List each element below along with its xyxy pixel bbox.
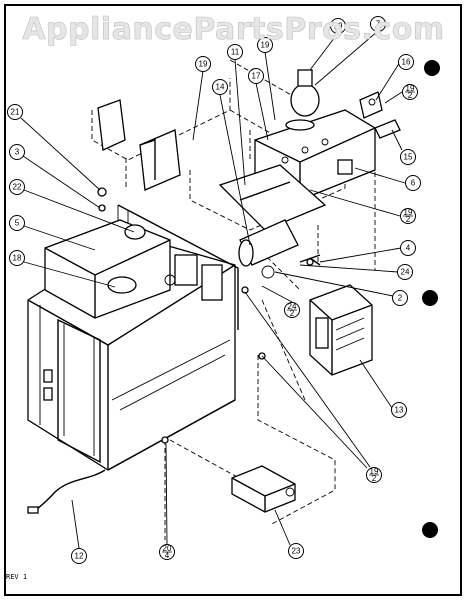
duct-plate (218, 164, 327, 231)
callout-c19b: 19 (257, 37, 273, 53)
callout-c15: 15 (400, 149, 416, 165)
callout-number-top: 20 (163, 544, 172, 553)
callout-c23: 23 (288, 543, 304, 559)
registration-dot-bottom (422, 522, 438, 538)
registration-dot-middle (422, 290, 438, 306)
callout-c19-2a: 192 (402, 84, 418, 100)
callout-number: 15 (404, 153, 413, 162)
callout-c2: 2 (392, 290, 408, 306)
callout-c6: 6 (405, 175, 421, 191)
callout-circle (370, 16, 386, 32)
callout-circle (330, 18, 346, 34)
callout-c22: 22 (9, 179, 25, 195)
callout-circle (400, 149, 416, 165)
callout-number: 23 (292, 547, 301, 556)
callout-number: 4 (406, 244, 411, 253)
assembly-dashed-lines (91, 59, 376, 540)
callout-c4: 4 (400, 240, 416, 256)
callout-c7: 7 (370, 16, 386, 32)
bottom-bracket (231, 465, 296, 513)
callout-circle (9, 215, 25, 231)
transformer (309, 284, 373, 376)
callout-circle (9, 250, 25, 266)
callout-number: 14 (216, 83, 225, 92)
callout-c24-2: 242 (284, 302, 300, 318)
callout-circle (227, 44, 243, 60)
callout-number: 16 (402, 58, 411, 67)
callout-circle (248, 68, 264, 84)
callout-number: 22 (13, 183, 22, 192)
callout-circle (400, 240, 416, 256)
callout-number: 18 (13, 254, 22, 263)
callout-c18: 18 (9, 250, 25, 266)
leader-lines (20, 30, 406, 549)
callout-number: 21 (11, 108, 20, 117)
callout-c19a: 19 (330, 18, 346, 34)
power-cord (27, 469, 106, 514)
callout-circle (391, 402, 407, 418)
callout-number-bottom: 2 (408, 91, 413, 100)
callout-number-bottom: 2 (406, 215, 411, 224)
callout-number: 5 (15, 219, 20, 228)
callout-number-top: 19 (370, 467, 379, 476)
callout-number: 2 (398, 294, 403, 303)
callout-circle (7, 104, 23, 120)
callout-c14: 14 (212, 79, 228, 95)
callout-circle (397, 264, 413, 280)
callout-number-bottom: 4 (165, 551, 170, 560)
callout-number: 19 (199, 60, 208, 69)
callout-circle (398, 54, 414, 70)
callout-number-top: 19 (404, 208, 413, 217)
callout-number: 6 (411, 179, 416, 188)
callout-circle (212, 79, 228, 95)
callout-circle (288, 543, 304, 559)
callout-c19-2b: 192 (400, 208, 416, 224)
side-plates (97, 99, 181, 191)
callout-c24a: 24 (397, 264, 413, 280)
callout-number-top: 24 (288, 302, 297, 311)
registration-dot-top (424, 60, 440, 76)
callout-number-bottom: 2 (290, 309, 295, 318)
callout-number: 19 (261, 41, 270, 50)
callout-number: 3 (15, 148, 20, 157)
callout-c20-4: 204 (159, 544, 175, 560)
cabinet-frame (27, 204, 239, 471)
callout-number-bottom: 2 (372, 474, 377, 483)
callout-circle (392, 290, 408, 306)
callout-number: 24 (401, 268, 410, 277)
callout-circle (405, 175, 421, 191)
callout-number: 11 (231, 48, 240, 57)
callout-c11: 11 (227, 44, 243, 60)
lamp-bulb (285, 69, 320, 131)
callout-circle (257, 37, 273, 53)
callout-c16: 16 (398, 54, 414, 70)
callout-c3: 3 (9, 144, 25, 160)
callout-number: 13 (395, 406, 404, 415)
callout-c21: 21 (7, 104, 23, 120)
callout-c19-2c: 192 (366, 467, 382, 483)
callout-circle (9, 144, 25, 160)
callout-circle (195, 56, 211, 72)
callout-c19c: 19 (195, 56, 211, 72)
callout-c5: 5 (9, 215, 25, 231)
callout-c17: 17 (248, 68, 264, 84)
callout-number: 7 (376, 20, 381, 29)
revision-note: REV 1 (6, 573, 28, 581)
cylinder-part (238, 219, 321, 279)
callout-circle (71, 548, 87, 564)
callout-c12: 12 (71, 548, 87, 564)
callout-number: 19 (334, 22, 343, 31)
callout-number: 17 (252, 72, 261, 81)
callout-circle (9, 179, 25, 195)
callout-number: 12 (75, 552, 84, 561)
callout-number-top: 19 (406, 84, 415, 93)
callout-c13: 13 (391, 402, 407, 418)
